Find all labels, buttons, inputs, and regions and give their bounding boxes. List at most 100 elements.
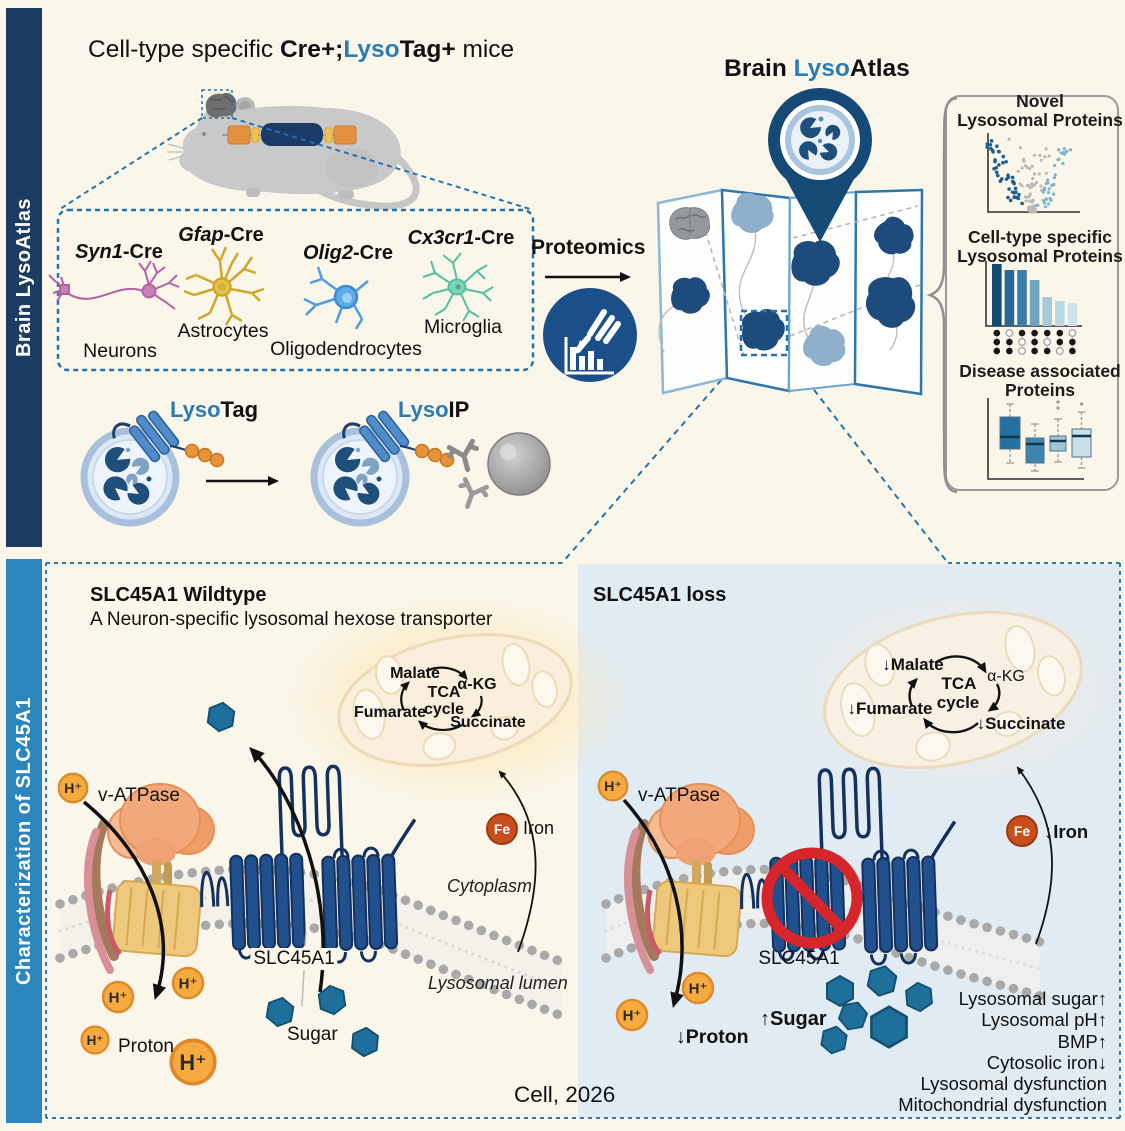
iron-label-wildtype: Iron [523, 818, 555, 838]
celltype-bar-chart [992, 264, 1078, 326]
atlas-title-lyso: Lyso [793, 55, 850, 82]
bottom-section-border [45, 562, 1121, 1119]
cre-suffix: -Cre [223, 224, 264, 246]
slc45a1-label-loss: SLC45A1 [758, 948, 840, 969]
prohibition-sign [761, 847, 863, 949]
tca-cycle-wildtype: Malate α-KG TCA cycle Fumarate Succinate [354, 665, 526, 732]
tca-akg: α-KG [457, 676, 496, 693]
lysoip-lyso: Lyso [398, 397, 449, 422]
tca-succinate: Succinate [450, 714, 526, 731]
tca-label-2-loss: cycle [937, 693, 980, 712]
tca-fumarate: Fumarate [354, 704, 426, 721]
cre-line-olig2: Olig2-Cre [303, 242, 393, 265]
tca-akg-loss: α-KG [987, 668, 1025, 685]
label-line: Disease associated [959, 361, 1121, 381]
tca-fumarate-loss: ↓Fumarate [847, 699, 932, 718]
cre-line-cx3cr1: Cx3cr1-Cre [408, 227, 515, 250]
section-bar-characterization: Characterization of SLC45A1 [6, 559, 42, 1123]
loss-effects-list: Lysosomal sugar↑ Lysosomal pH↑ BMP↑ Cyto… [872, 988, 1107, 1116]
boxplot-axes [987, 398, 1084, 480]
sugar-label-wildtype: Sugar [287, 1024, 338, 1045]
slc45a1-leader-line [301, 931, 307, 1007]
magnetic-bead [487, 432, 551, 496]
volcano-plot [985, 137, 1073, 214]
lysotag-rest: Tag [220, 397, 259, 422]
cre-lines-box [56, 208, 535, 372]
construct-lysotag-cassette [261, 123, 323, 146]
h-ion [57, 772, 89, 804]
construct-box-right [333, 125, 357, 145]
iron-ion-wildtype [486, 813, 518, 845]
iron-arrow-loss [1016, 766, 1053, 945]
h-ion [597, 770, 629, 802]
gene-name: Olig2 [302, 242, 353, 264]
mitochondria-wildtype [337, 633, 573, 767]
tca-label-1-loss: TCA [942, 674, 977, 693]
cell-name-oligodendrocytes: Oligodendrocytes [270, 338, 422, 360]
iron-ion-loss [1006, 815, 1038, 847]
label-line: Proteins [1004, 380, 1076, 400]
mitochondria-loss [823, 610, 1083, 770]
tca-succinate-loss: ↓Succinate [977, 714, 1066, 733]
proton-label-loss: ↓Proton [676, 1026, 749, 1048]
iron-label-loss: ↓Iron [1044, 821, 1089, 842]
tca-cycle-loss: ↓Malate α-KG TCA cycle ↓Fumarate ↓Succin… [847, 655, 1066, 734]
effect-item: Mitochondrial dysfunction [898, 1094, 1107, 1116]
tca-malate: Malate [390, 665, 440, 682]
microglia-icon [422, 252, 494, 322]
upset-dot-matrix [993, 329, 1077, 355]
h-ion [169, 1038, 217, 1086]
lysotag-lyso: Lyso [170, 397, 221, 422]
section-bar-brain-lysoatlas: Brain LysoAtlas [6, 8, 42, 547]
neuron-icon [48, 260, 180, 310]
h-ion [101, 980, 135, 1014]
cytoplasm-label: Cytoplasm [447, 876, 533, 896]
zoom-guide-lines [561, 354, 949, 564]
proton-arrow-wildtype [82, 800, 167, 1000]
effect-item: BMP↑ [1057, 1030, 1107, 1052]
lysotag-label: LysoTag [170, 397, 258, 423]
mice-title-lyso: Lyso [343, 36, 400, 63]
label-line: Lysosomal Proteins [957, 246, 1123, 266]
brain-atlas-map [656, 188, 924, 396]
label-line: Lysosomal Proteins [957, 110, 1123, 130]
proton-arrow-loss [622, 798, 684, 1009]
atlas-title: Brain LysoAtlas [724, 55, 910, 83]
disease-box-plot [999, 400, 1092, 472]
slc45a1-label-wildtype: SLC45A1 [250, 948, 338, 970]
curly-brace [926, 96, 958, 494]
map-zoom-box [739, 309, 789, 357]
vatpase-label-wildtype: v-ATPase [98, 785, 181, 806]
cre-suffix: -Cre [474, 227, 515, 249]
lysoip-label: LysoIP [398, 397, 469, 423]
effect-item: Lysosomal sugar↑ [958, 988, 1107, 1009]
section-label: Characterization of SLC45A1 [12, 696, 35, 985]
sugar-hexagon [826, 975, 854, 1007]
effect-item: Cytosolic iron↓ [986, 1051, 1107, 1073]
volcano-axes [987, 133, 1080, 213]
proton-label-wildtype: Proton [118, 1036, 174, 1057]
brain-highlight-box [201, 89, 233, 119]
map-brain-section [669, 207, 711, 240]
mice-title-tag: Tag+ [399, 36, 456, 63]
mass-spec-icon [543, 288, 637, 382]
mice-title: Cell-type specific Cre+;LysoTag+ mice [88, 36, 514, 64]
effect-item: Lysosomal pH↑ [981, 1009, 1107, 1031]
mice-title-post: mice [455, 36, 515, 63]
mouse-illustration [59, 89, 531, 210]
atlas-title-pre: Brain [724, 55, 794, 82]
citation: Cell, 2026 [514, 1082, 616, 1107]
h-ion [681, 971, 715, 1005]
h-ion [171, 966, 205, 1000]
mice-title-pre: Cell-type specific [88, 36, 280, 63]
sugar-label-loss: ↑Sugar [760, 1008, 827, 1030]
sugar-hexagon [205, 700, 237, 734]
cre-suffix: -Cre [353, 242, 394, 264]
brain-zoom-lines [59, 117, 531, 210]
gene-name: Gfap [178, 224, 224, 246]
effect-item: Lysosomal dysfunction [920, 1073, 1107, 1095]
